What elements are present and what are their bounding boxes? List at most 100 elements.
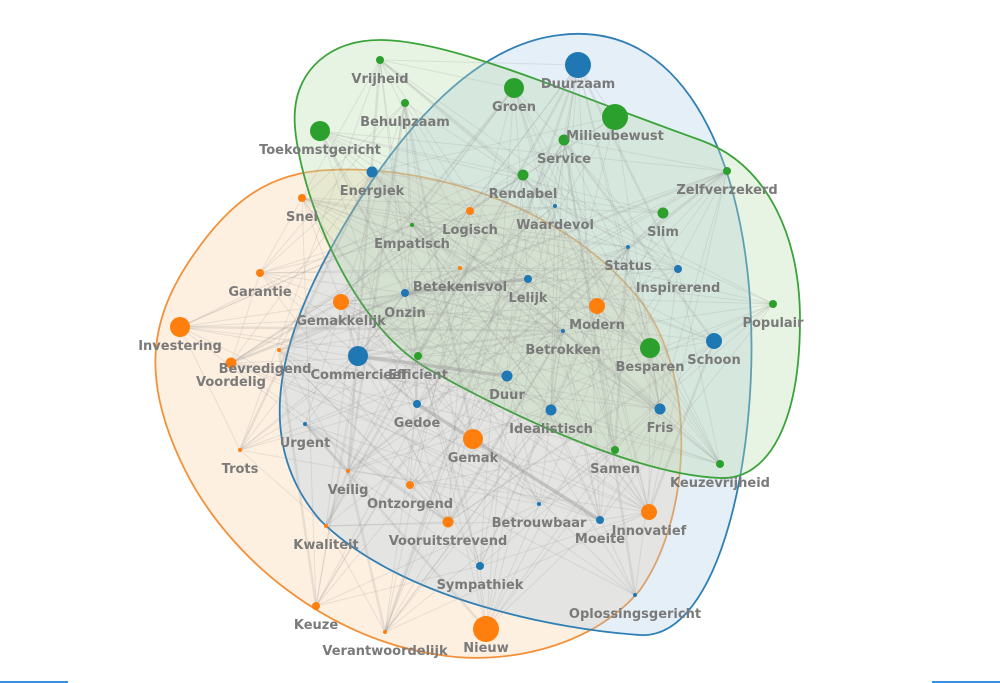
edge bbox=[301, 197, 418, 405]
node-oplossingsgericht[interactable] bbox=[633, 593, 637, 597]
edge bbox=[371, 171, 664, 214]
node-groen[interactable] bbox=[504, 78, 524, 98]
edge bbox=[506, 375, 650, 513]
node-betekenisvol[interactable] bbox=[458, 266, 462, 270]
edge bbox=[304, 64, 579, 425]
edge bbox=[347, 174, 524, 472]
edge bbox=[416, 278, 529, 405]
node-duurzaam[interactable] bbox=[565, 52, 591, 78]
edge bbox=[563, 139, 650, 513]
node-label: Bevredigend bbox=[219, 362, 312, 377]
node-zelfverzekerd[interactable] bbox=[723, 167, 731, 175]
node-ontzorgend[interactable] bbox=[406, 481, 414, 489]
edge bbox=[346, 59, 382, 472]
edge bbox=[459, 267, 774, 305]
edge bbox=[379, 59, 524, 176]
orange-cluster-hull bbox=[154, 168, 683, 659]
node-bevredigend[interactable] bbox=[277, 348, 281, 352]
edge bbox=[301, 59, 381, 199]
node-gemakkelijk[interactable] bbox=[333, 294, 349, 310]
node-gemak[interactable] bbox=[463, 429, 483, 449]
node-empatisch[interactable] bbox=[410, 223, 414, 227]
edge bbox=[340, 174, 524, 303]
node-trots[interactable] bbox=[238, 448, 242, 452]
node-label: Vrijheid bbox=[351, 72, 408, 87]
edge bbox=[230, 362, 449, 523]
edge bbox=[506, 375, 540, 505]
edge bbox=[538, 303, 774, 505]
node-label: Status bbox=[604, 259, 652, 274]
green-cluster-hull bbox=[293, 39, 801, 479]
node-waardevol[interactable] bbox=[553, 204, 557, 208]
edge bbox=[648, 170, 728, 513]
node-nieuw[interactable] bbox=[473, 616, 499, 642]
node-snel[interactable] bbox=[298, 194, 306, 202]
edge bbox=[472, 438, 540, 505]
node-besparen[interactable] bbox=[640, 338, 660, 358]
node-label: Fris bbox=[647, 421, 674, 436]
node-label: Ontzorgend bbox=[367, 497, 453, 512]
node-urgent[interactable] bbox=[303, 422, 307, 426]
node-betrouwbaar[interactable] bbox=[537, 502, 541, 506]
node-rendabel[interactable] bbox=[517, 169, 529, 181]
node-service[interactable] bbox=[558, 134, 570, 146]
node-fris[interactable] bbox=[654, 403, 666, 415]
edge bbox=[278, 349, 601, 521]
node-populair[interactable] bbox=[769, 300, 777, 308]
edge bbox=[278, 349, 721, 465]
node-label: Investering bbox=[138, 339, 222, 354]
node-kwaliteit[interactable] bbox=[324, 524, 328, 528]
edge bbox=[506, 278, 529, 377]
edge bbox=[278, 305, 598, 351]
node-status[interactable] bbox=[626, 245, 630, 249]
edge bbox=[599, 511, 650, 521]
node-samen[interactable] bbox=[611, 446, 619, 454]
node-keuzevrijheid[interactable] bbox=[716, 460, 724, 468]
node-sympathiek[interactable] bbox=[476, 562, 484, 570]
edge bbox=[340, 268, 679, 303]
edge bbox=[179, 326, 241, 451]
node-schoon[interactable] bbox=[706, 333, 722, 349]
node-inspirerend[interactable] bbox=[674, 265, 682, 273]
edge bbox=[479, 64, 579, 567]
edge bbox=[371, 171, 461, 269]
node-investering[interactable] bbox=[170, 317, 190, 337]
node-label: Keuze bbox=[294, 618, 338, 633]
node-modern[interactable] bbox=[589, 298, 605, 314]
node-label: Voordelig bbox=[196, 375, 266, 390]
edge bbox=[550, 205, 556, 411]
edge bbox=[179, 326, 419, 357]
node-milieubewust[interactable] bbox=[602, 104, 628, 130]
node-duur[interactable] bbox=[501, 370, 513, 382]
edge bbox=[230, 272, 261, 364]
node-idealistisch[interactable] bbox=[545, 404, 557, 416]
edge bbox=[506, 246, 629, 377]
node-verantwoordelijk[interactable] bbox=[383, 630, 387, 634]
edge bbox=[404, 292, 651, 349]
node-gedoe[interactable] bbox=[413, 400, 421, 408]
node-vooruitstrevend[interactable] bbox=[442, 516, 454, 528]
node-logisch[interactable] bbox=[466, 207, 474, 215]
node-moeite[interactable] bbox=[596, 516, 604, 524]
edge bbox=[325, 305, 598, 527]
node-commercieel[interactable] bbox=[348, 346, 368, 366]
node-behulpzaam[interactable] bbox=[401, 99, 409, 107]
node-keuze[interactable] bbox=[312, 602, 320, 610]
node-vrijheid[interactable] bbox=[376, 56, 384, 64]
edge bbox=[325, 139, 565, 527]
node-veilig[interactable] bbox=[346, 469, 350, 473]
node-toekomstgericht[interactable] bbox=[310, 121, 330, 141]
node-energiek[interactable] bbox=[366, 166, 378, 178]
node-innovatief[interactable] bbox=[641, 504, 657, 520]
node-efficient[interactable] bbox=[414, 352, 422, 360]
node-voordelig[interactable] bbox=[225, 357, 237, 369]
edge bbox=[301, 197, 317, 607]
node-slim[interactable] bbox=[657, 207, 669, 219]
node-label: Toekomstgericht bbox=[259, 143, 381, 158]
edge bbox=[411, 224, 629, 248]
node-lelijk[interactable] bbox=[524, 275, 532, 283]
edge bbox=[278, 291, 406, 352]
node-garantie[interactable] bbox=[256, 269, 264, 277]
node-betrokken[interactable] bbox=[561, 329, 565, 333]
node-onzin[interactable] bbox=[401, 289, 409, 297]
